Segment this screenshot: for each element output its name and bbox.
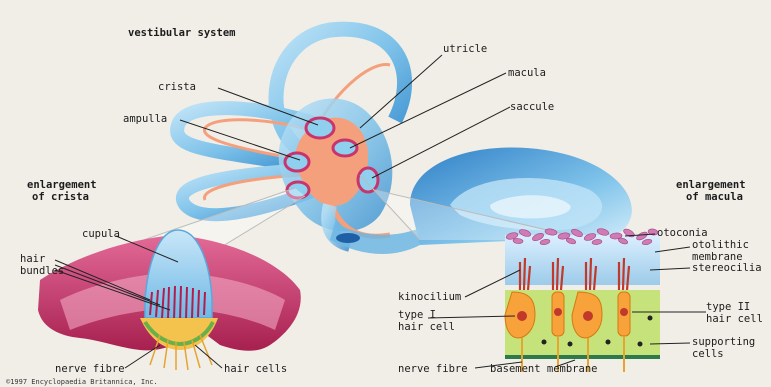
utricle-macula [333,140,357,156]
hair-bundles-label-2: bundles [20,265,64,277]
kinocilium-label: kinocilium [398,291,461,303]
copyright-text: ©1997 Encyclopaedia Britannica, Inc. [6,378,158,386]
basement-membrane-line [505,355,660,359]
enlargement-macula-label-2: of macula [686,191,743,203]
enlargement-crista-label-2: of crista [32,191,89,203]
type-ii-label-1: type II [706,301,750,313]
otolithic-membrane-label-1: otolithic [692,239,749,251]
stereocilia-label: stereocilia [692,262,762,274]
macula-enlargement [505,227,660,372]
nerve-fibre-right-label: nerve fibre [398,363,468,375]
type-ii-label-2: hair cell [706,313,763,325]
type-i-label-1: type I [398,309,436,321]
crista-label: crista [158,81,196,93]
crista-enlargement [38,230,301,370]
hair-cells-left-label: hair cells [224,363,287,375]
supporting-cells-label-1: supporting [692,336,755,348]
macula-label: macula [508,67,546,79]
title-label: vestibular system [128,27,235,39]
enlargement-macula-label-1: enlargement [676,179,746,191]
ampulla-label: ampulla [123,113,167,125]
hair-bundles-label-1: hair [20,253,45,265]
basement-membrane-label: basement membrane [490,363,597,375]
otoconia-label: otoconia [657,227,708,239]
saccule-label: saccule [510,101,554,113]
enlargement-crista-label-1: enlargement [27,179,97,191]
cupula-label: cupula [82,228,120,240]
ampulla-1 [306,118,334,138]
nerve-fibre-left-label: nerve fibre [55,363,125,375]
saccule-macula [358,168,378,192]
type-i-label-2: hair cell [398,321,455,333]
supporting-cells-label-2: cells [692,348,724,360]
utricle-label: utricle [443,43,487,55]
